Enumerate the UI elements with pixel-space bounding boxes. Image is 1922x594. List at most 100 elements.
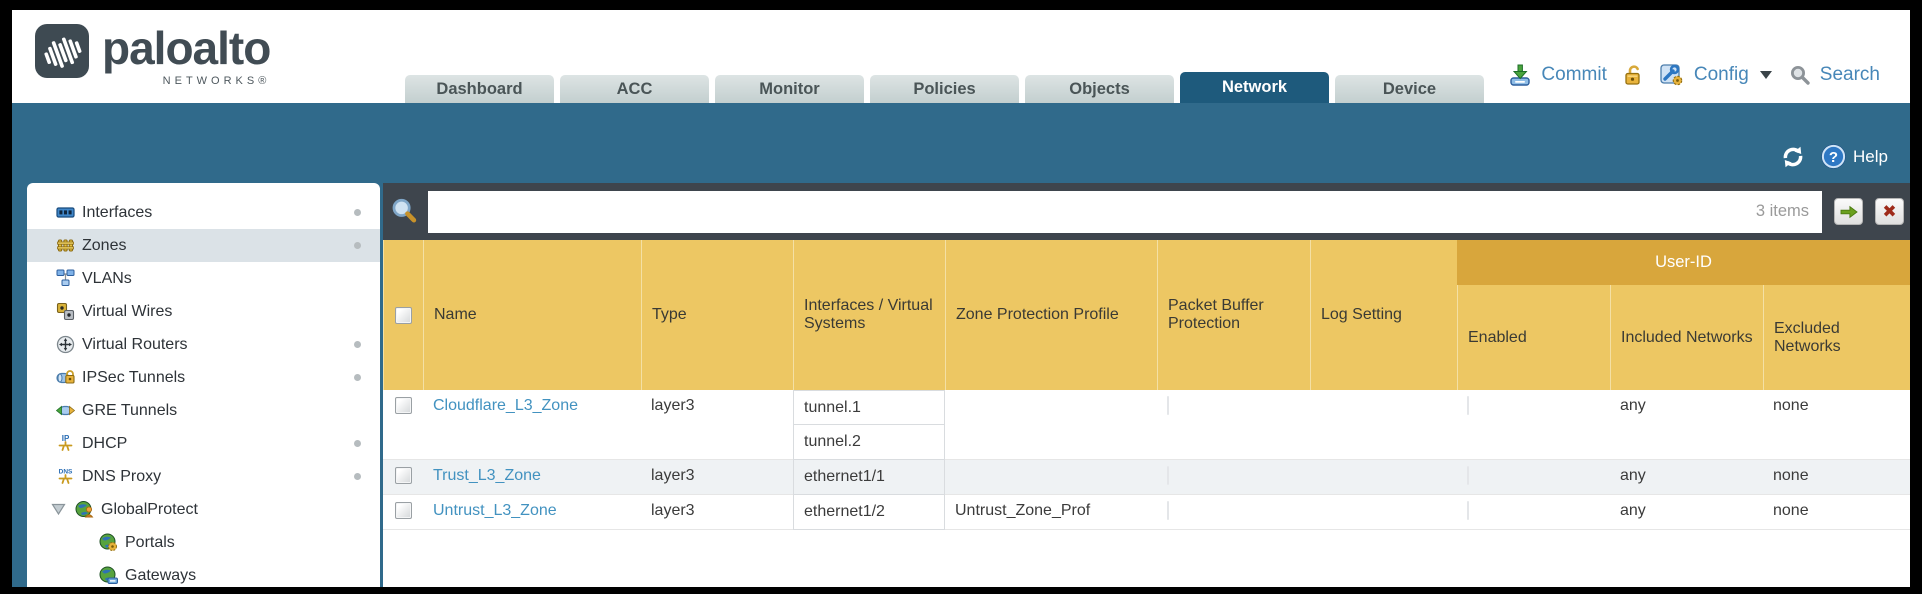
column-header-log-setting[interactable]: Log Setting <box>1310 240 1457 390</box>
column-header-name[interactable]: Name <box>423 240 641 390</box>
user-id-enabled-checkbox[interactable] <box>1467 396 1469 415</box>
tab-network[interactable]: Network <box>1180 72 1329 103</box>
sidebar-item-portals[interactable]: Portals <box>27 526 380 559</box>
gre-tunnels-icon <box>56 405 75 416</box>
table-row: Cloudflare_L3_Zone layer3 tunnel.1 tunne… <box>383 390 1910 460</box>
user-id-enabled-checkbox[interactable] <box>1467 501 1469 520</box>
status-dot <box>354 242 361 249</box>
expand-caret-icon[interactable] <box>51 503 66 516</box>
ipsec-tunnels-icon <box>56 370 75 384</box>
table-row: Trust_L3_Zone layer3 ethernet1/1 any non… <box>383 460 1910 495</box>
svg-text:DNS: DNS <box>59 469 73 476</box>
zone-protection-profile <box>945 460 1157 494</box>
packet-buffer-checkbox[interactable] <box>1167 466 1169 485</box>
sidebar-item-virtual-routers[interactable]: Virtual Routers <box>27 328 380 361</box>
items-count: 3 items <box>1755 202 1809 220</box>
zone-protection-profile <box>945 390 1157 459</box>
log-setting <box>1310 495 1457 529</box>
excluded-networks: none <box>1773 467 1809 484</box>
sidebar-item-ipsec-tunnels[interactable]: IPSec Tunnels <box>27 361 380 394</box>
row-checkbox[interactable] <box>394 467 412 484</box>
zone-type: layer3 <box>651 467 695 484</box>
clear-filter-button[interactable]: ✖ <box>1875 198 1904 225</box>
sidebar-item-gre-tunnels[interactable]: GRE Tunnels <box>27 394 380 427</box>
status-dot <box>354 473 361 480</box>
sidebar-item-vlans[interactable]: VLANs <box>27 262 380 295</box>
config-caret-icon[interactable] <box>1759 70 1772 79</box>
brand-logo: paloalto NETWORKS® <box>34 22 271 87</box>
table-header: User-ID Name Type Interfaces / Virtual S… <box>383 240 1910 390</box>
dns-proxy-icon: DNS <box>58 469 73 484</box>
table-body: Cloudflare_L3_Zone layer3 tunnel.1 tunne… <box>383 390 1910 530</box>
row-checkbox[interactable] <box>394 502 412 519</box>
zone-type: layer3 <box>651 502 695 519</box>
select-all-checkbox[interactable] <box>395 306 412 324</box>
filter-input[interactable]: 3 items <box>428 190 1822 233</box>
column-header-included-networks[interactable]: Included Networks <box>1610 240 1763 390</box>
tab-objects[interactable]: Objects <box>1025 75 1174 103</box>
sidebar-item-interfaces[interactable]: Interfaces <box>27 196 380 229</box>
brand-subtitle: NETWORKS® <box>162 75 271 87</box>
user-id-enabled-checkbox[interactable] <box>1467 466 1469 485</box>
commit-button[interactable]: Commit <box>1541 63 1607 85</box>
sidebar-item-zones[interactable]: Zones <box>27 229 380 262</box>
refresh-icon[interactable] <box>1780 144 1806 170</box>
packet-buffer-checkbox[interactable] <box>1167 501 1169 520</box>
search-icon[interactable] <box>1789 64 1811 86</box>
tab-monitor[interactable]: Monitor <box>715 75 864 103</box>
excluded-networks: none <box>1773 397 1809 414</box>
zone-name-link[interactable]: Trust_L3_Zone <box>433 467 541 484</box>
search-button[interactable]: Search <box>1819 63 1880 85</box>
brand-name: paloalto <box>102 22 271 74</box>
tab-device[interactable]: Device <box>1335 75 1484 103</box>
tab-policies[interactable]: Policies <box>870 75 1019 103</box>
column-header-type[interactable]: Type <box>641 240 793 390</box>
column-header-interfaces[interactable]: Interfaces / Virtual Systems <box>793 240 945 390</box>
green-arrow-icon <box>1840 205 1858 218</box>
app-window: paloalto NETWORKS® Dashboard ACC Monitor… <box>12 10 1910 587</box>
column-header-excluded-networks[interactable]: Excluded Networks <box>1763 240 1910 390</box>
portals-icon <box>99 533 117 551</box>
column-header-enabled[interactable]: Enabled <box>1457 240 1610 390</box>
vlans-icon <box>56 269 75 286</box>
status-dot <box>354 374 361 381</box>
config-button[interactable]: Config <box>1693 63 1749 85</box>
log-setting <box>1310 390 1457 459</box>
interface-cell: tunnel.2 <box>793 425 945 460</box>
main-tabs: Dashboard ACC Monitor Policies Objects N… <box>405 72 1484 103</box>
red-x-icon: ✖ <box>1882 202 1897 221</box>
log-setting <box>1310 460 1457 494</box>
sidebar-item-dhcp[interactable]: IP DHCP <box>27 427 380 460</box>
excluded-networks: none <box>1773 502 1809 519</box>
tab-dashboard[interactable]: Dashboard <box>405 75 554 103</box>
sidebar-item-globalprotect[interactable]: GlobalProtect <box>27 493 380 526</box>
table-row: Untrust_L3_Zone layer3 ethernet1/2 Untru… <box>383 495 1910 530</box>
commit-icon[interactable] <box>1508 63 1532 87</box>
zones-icon <box>57 239 74 252</box>
sidebar-item-dns-proxy[interactable]: DNS DNS Proxy <box>27 460 380 493</box>
row-checkbox[interactable] <box>394 397 412 414</box>
status-dot <box>354 440 361 447</box>
zone-name-link[interactable]: Cloudflare_L3_Zone <box>433 397 578 414</box>
packet-buffer-checkbox[interactable] <box>1167 396 1169 415</box>
virtual-wires-icon <box>56 302 75 321</box>
interface-cell: ethernet1/2 <box>793 495 945 530</box>
zone-protection-profile: Untrust_Zone_Prof <box>955 502 1091 519</box>
column-header-packet-buffer[interactable]: Packet Buffer Protection <box>1157 240 1310 390</box>
column-header-zone-protection[interactable]: Zone Protection Profile <box>945 240 1157 390</box>
gateways-icon <box>99 566 118 584</box>
help-icon[interactable]: ? <box>1820 143 1847 170</box>
dhcp-icon: IP <box>58 434 73 451</box>
header-select-all[interactable] <box>383 240 423 390</box>
sidebar-item-gateways[interactable]: Gateways <box>27 559 380 587</box>
zone-name-link[interactable]: Untrust_L3_Zone <box>433 502 557 519</box>
lock-icon[interactable] <box>1622 63 1644 86</box>
status-dot <box>354 209 361 216</box>
config-icon[interactable] <box>1659 62 1685 87</box>
apply-filter-button[interactable] <box>1834 198 1863 225</box>
network-sidebar: Interfaces Zones <box>27 183 380 587</box>
sidebar-item-virtual-wires[interactable]: Virtual Wires <box>27 295 380 328</box>
included-networks: any <box>1620 397 1646 414</box>
tab-acc[interactable]: ACC <box>560 75 709 103</box>
help-label[interactable]: Help <box>1853 146 1888 166</box>
